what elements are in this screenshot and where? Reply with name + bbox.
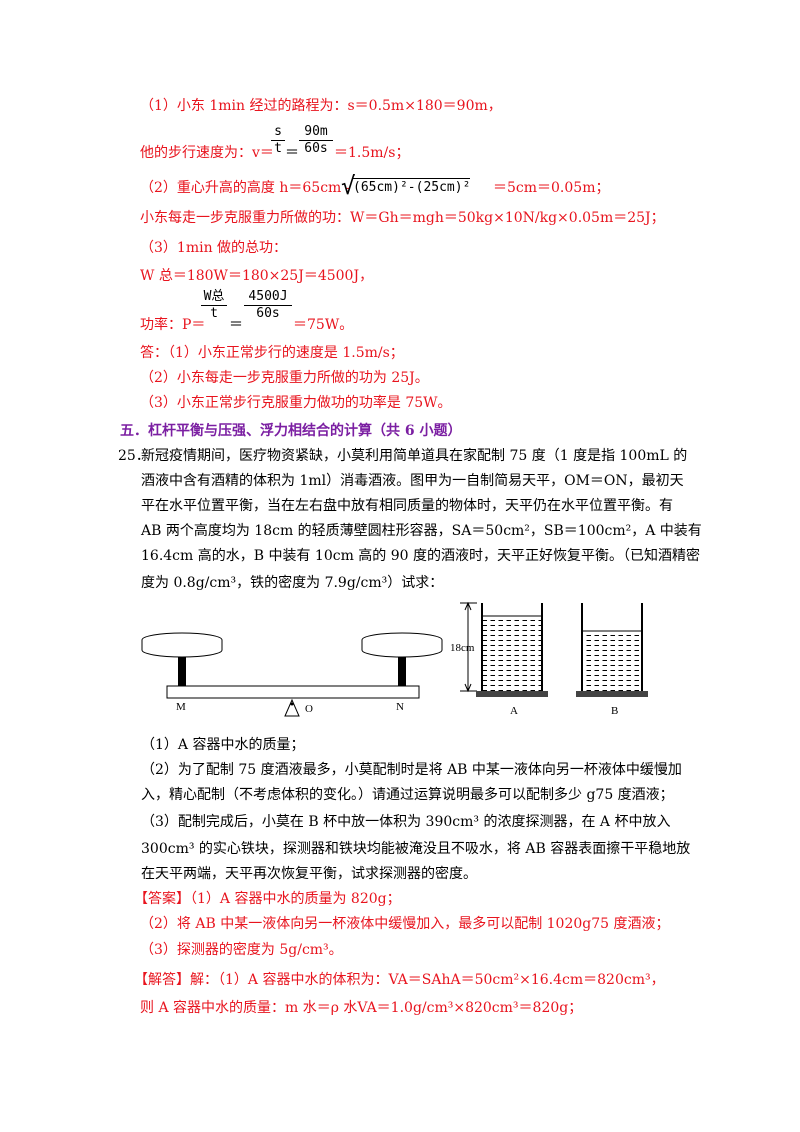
analysis-step-1: 解：（1）A 容器中水的体积为：VA＝SAhA＝50cm²×16.4cm＝820… (190, 972, 665, 988)
analysis-block: 【解答】解：（1）A 容器中水的体积为：VA＝SAhA＝50cm²×16.4cm… (134, 970, 665, 990)
question-line: 入，精心配制（不考虑体积的变化。）请通过运算说明最多可以配制多少 g75 度酒液… (141, 787, 674, 803)
speed-fraction-2-den: 60s (304, 141, 328, 156)
problem-line: 16.4cm 高的水，B 中装有 10cm 高的 90 度的酒液时，天平正好恢复… (141, 548, 701, 564)
label-a: A (510, 705, 518, 717)
sqrt-icon: √ (341, 172, 356, 200)
power-equals: ＝ (229, 317, 243, 333)
balance-and-containers-figure: M O N 18cm A B (141, 601, 648, 717)
answer-3: （3）探测器的密度为 5g/cm³。 (140, 942, 343, 958)
answer-2: （2）将 AB 中某一液体向另一杯液体中缓慢加入，最多可以配制 1020g75 … (140, 916, 670, 932)
label-o: O (305, 703, 313, 715)
speed-fraction-1-den: t (274, 141, 282, 156)
problem-line: AB 两个高度均为 18cm 的轻质薄壁圆柱形容器，SA＝50cm²，SB＝10… (141, 523, 702, 539)
solution-line-4: 小东每走一步克服重力所做的功：W＝Gh＝mgh＝50kg×10N/kg×0.05… (140, 210, 665, 226)
speed-equals: ＝ (285, 145, 299, 161)
problem-line: 新冠疫情期间，医疗物资紧缺，小莫利用简单道具在家配制 75 度（1 度是指 10… (141, 448, 688, 464)
power-prefix: 功率：P＝ (140, 317, 206, 333)
speed-fraction-1-num: s (274, 124, 282, 139)
question-line: 在天平两端，天平再次恢复平衡，试求探测器的密度。 (141, 866, 477, 882)
power-fraction-1-num: W总 (203, 289, 225, 304)
speed-fraction-2: 90m 60s (298, 124, 334, 157)
container-b (576, 603, 648, 697)
height-suffix: ＝5cm＝0.05m； (493, 180, 610, 196)
problem-line: 度为 0.8g/cm³，铁的密度为 7.9g/cm³）试求： (141, 575, 444, 591)
problem-number: 25． (118, 448, 150, 464)
sqrt-expression: √ (65cm)²-(25cm)² (341, 174, 491, 198)
power-fraction-2-den: 60s (256, 306, 280, 321)
power-fraction-2-num: 4500J (248, 289, 288, 304)
label-m: M (176, 701, 186, 713)
problem-line: 平在水平位置平衡，当在左右盘中放有相同质量的物体时，天平仍在水平位置平衡。有 (141, 498, 673, 514)
label-n: N (396, 701, 404, 713)
answer-line-3: （3）小东正常步行克服重力做功的功率是 75W。 (140, 395, 452, 411)
answer-line-1: 答：（1）小东正常步行的速度是 1.5m/s； (140, 345, 404, 361)
answer-tag: 【答案】 (134, 891, 190, 907)
left-post (178, 657, 186, 686)
section-heading: 五．杠杆平衡与压强、浮力相结合的计算（共 6 小题） (120, 423, 462, 439)
speed-suffix: ＝1.5m/s； (334, 145, 410, 161)
solution-line-6: W 总＝180W＝180×25J＝4500J， (140, 268, 374, 284)
label-b: B (611, 705, 618, 717)
speed-fraction-1: s t (271, 124, 285, 157)
speed-fraction-2-num: 90m (304, 124, 328, 139)
power-fraction-2: 4500J 60s (243, 289, 293, 322)
problem-line: 酒液中含有酒精的体积为 1ml）消毒酒液。图甲为一自制简易天平，OM＝ON，最初… (141, 473, 684, 489)
speed-prefix: 他的步行速度为：v＝ (140, 145, 274, 161)
analysis-tag: 【解答】 (134, 972, 190, 988)
power-fraction-1: W总 t (201, 289, 227, 322)
answer-block: 【答案】（1）A 容器中水的质量为 820g； (134, 889, 401, 909)
height-prefix: （2）重心升高的高度 h＝65cm - (140, 180, 351, 196)
label-height: 18cm (450, 642, 475, 654)
pivot-icon (284, 698, 300, 717)
container-a (476, 603, 548, 697)
answer-1: （1）A 容器中水的质量为 820g； (190, 891, 401, 907)
question-line: （2）为了配制 75 度酒液最多，小莫配制时是将 AB 中某一液体向另一杯液体中… (141, 762, 682, 778)
question-line: 300cm³ 的实心铁块，探测器和铁块均能被淹没且不吸水，将 AB 容器表面擦干… (141, 841, 691, 857)
power-suffix: ＝75W。 (293, 317, 354, 333)
question-line: （1）A 容器中水的质量； (141, 737, 305, 753)
analysis-step-2: 则 A 容器中水的质量：m 水＝ρ 水VA＝1.0g/cm³×820cm³＝82… (140, 1000, 583, 1016)
sqrt-radicand: (65cm)²-(25cm)² (353, 178, 471, 195)
solution-line-5: （3）1min 做的总功： (140, 240, 288, 256)
left-pan (141, 632, 223, 658)
right-post (398, 657, 406, 686)
balance-beam (166, 685, 420, 699)
question-line: （3）配制完成后，小莫在 B 杯中放一体积为 390cm³ 的浓度探测器，在 A… (141, 814, 671, 830)
solution-line-1: （1）小东 1min 经过的路程为：s＝0.5m×180＝90m， (140, 98, 502, 114)
answer-line-2: （2）小东每走一步克服重力所做的功为 25J。 (140, 370, 429, 386)
power-fraction-1-den: t (210, 306, 218, 321)
right-pan (361, 632, 443, 658)
